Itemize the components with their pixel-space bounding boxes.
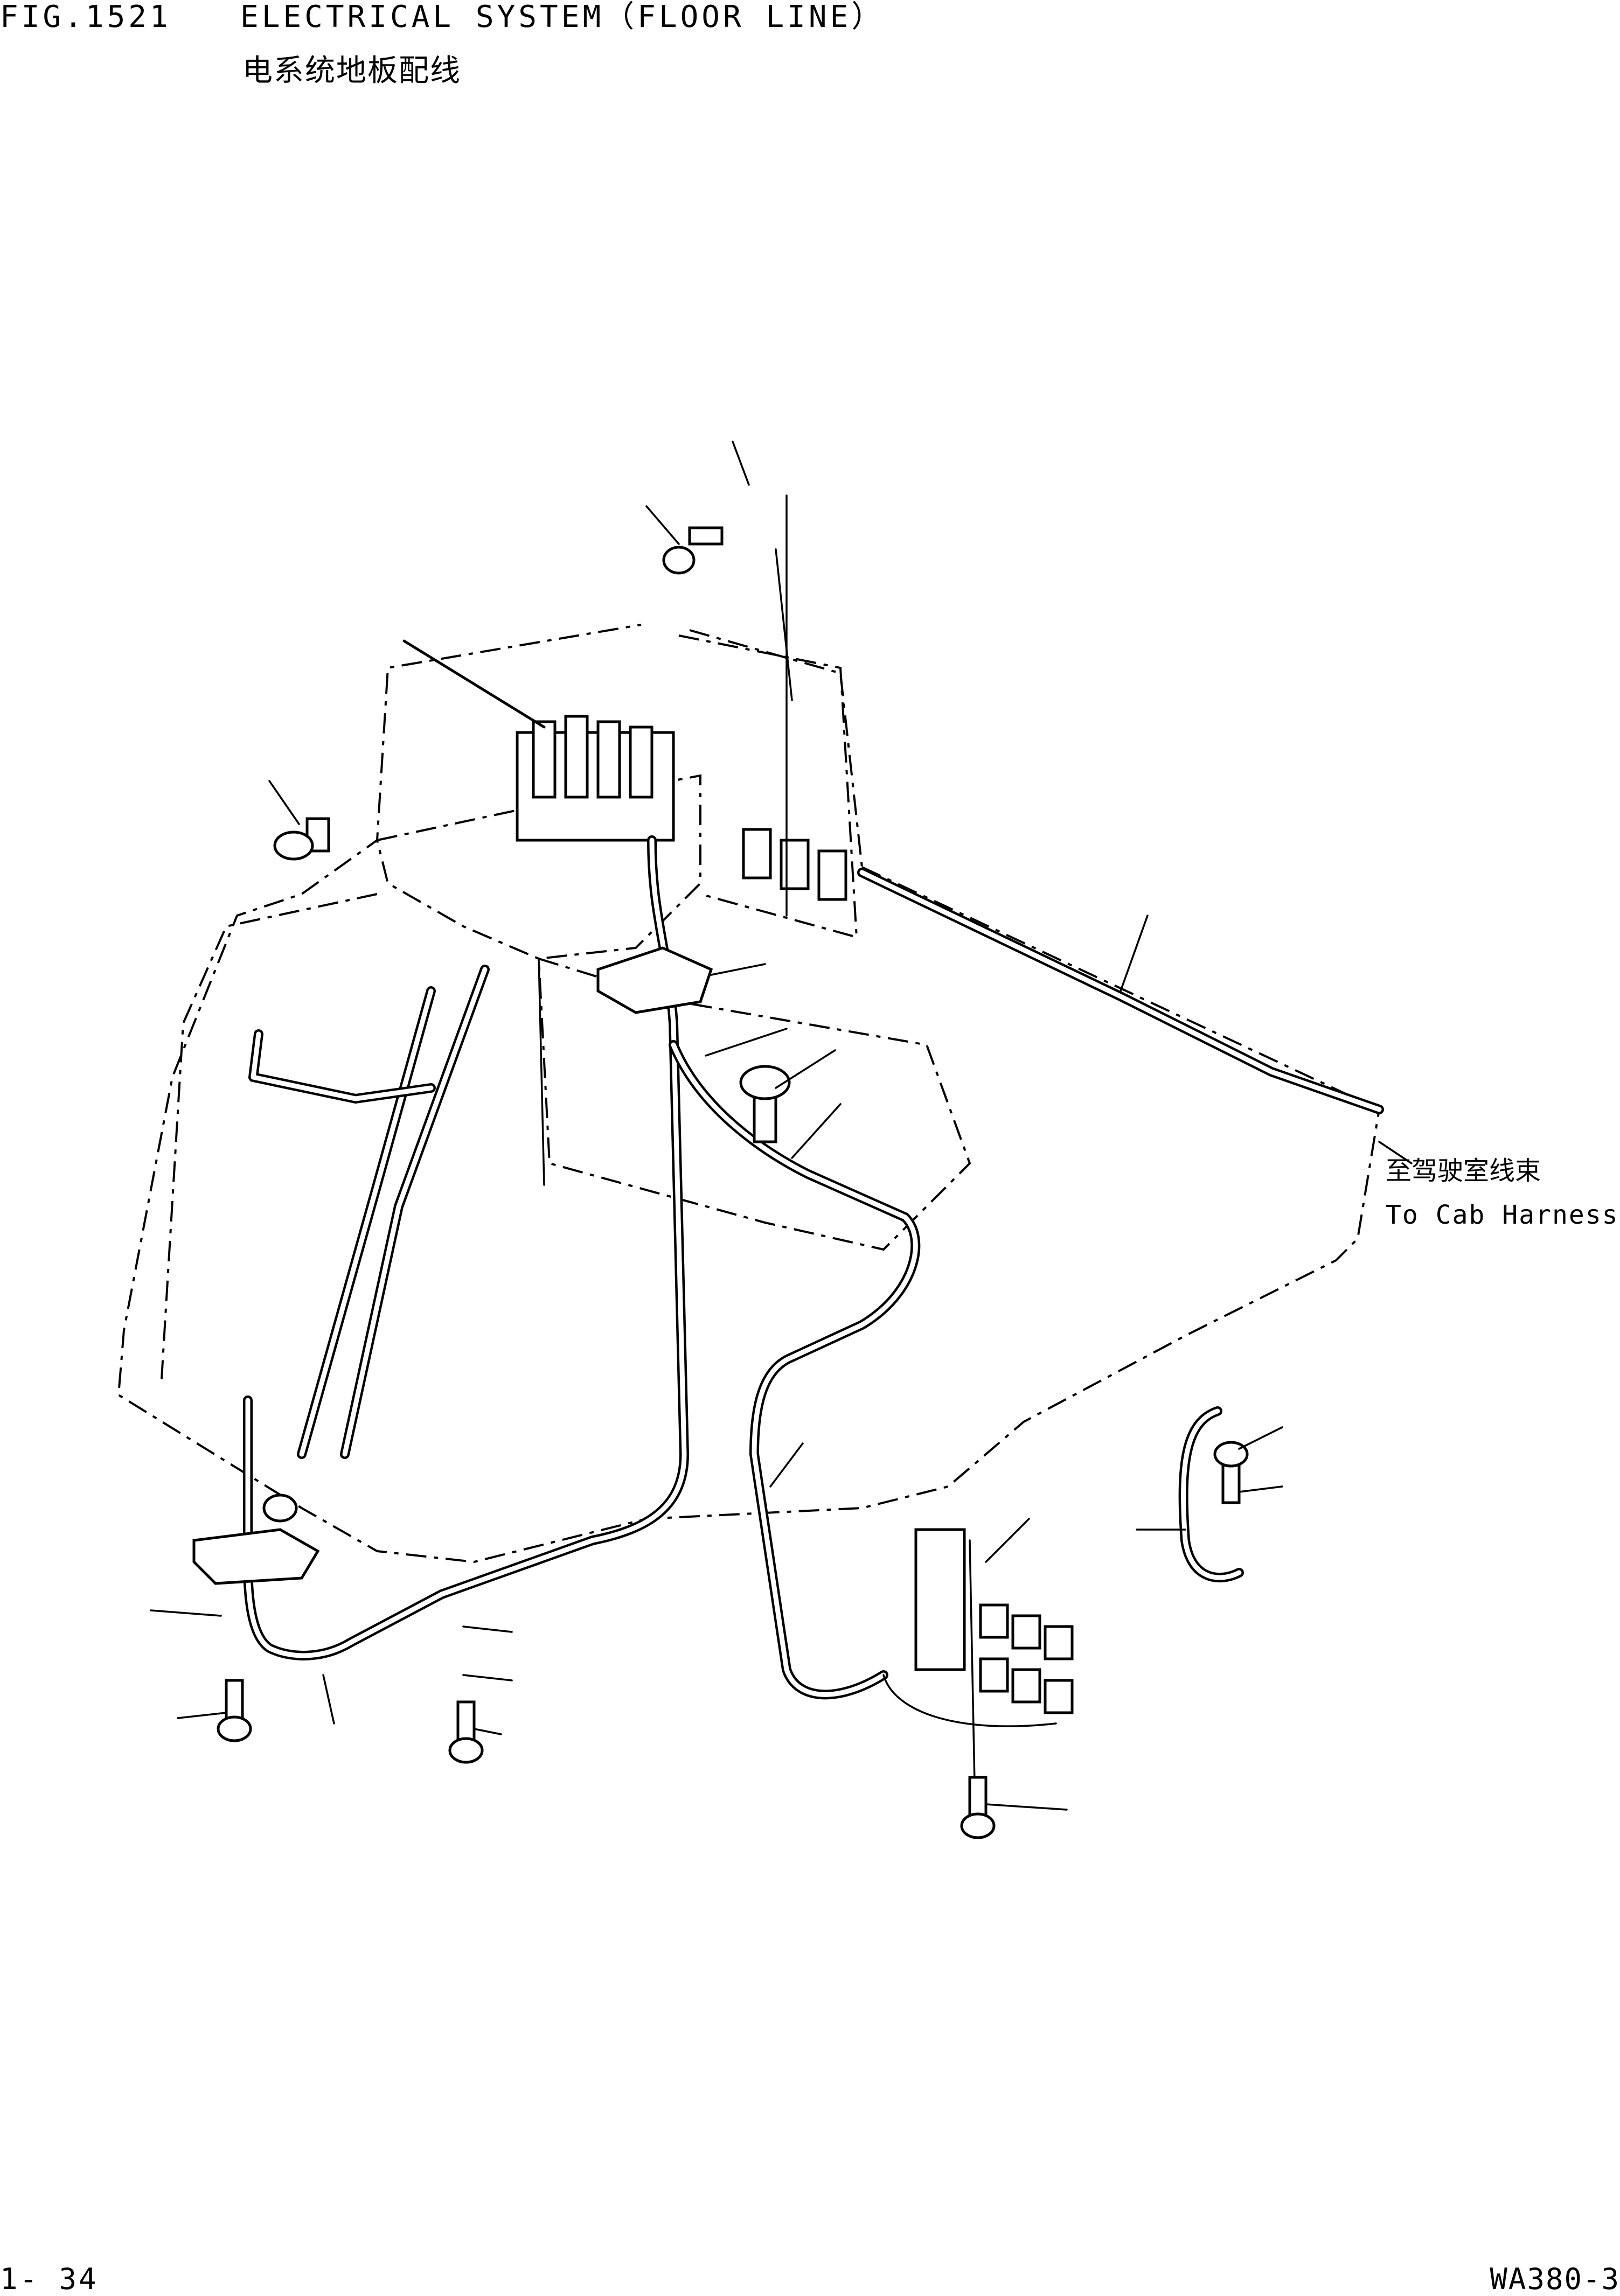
figure-title: ELECTRICAL SYSTEM（FLOOR LINE） bbox=[240, 0, 885, 34]
leader-lines bbox=[150, 441, 1413, 1811]
bracket-plates bbox=[192, 946, 713, 1585]
console-box bbox=[161, 774, 701, 1379]
floor-plate-outline bbox=[117, 624, 1381, 1564]
connector-cluster bbox=[882, 1528, 1074, 1811]
relay-block bbox=[678, 494, 858, 939]
fuse-box bbox=[402, 639, 675, 842]
page-number: 1- 34 bbox=[0, 2262, 99, 2296]
model-code: WA380-3 bbox=[1490, 2262, 1620, 2296]
floor-harness bbox=[243, 835, 1384, 1700]
to-cab-harness-label-chinese: 至驾驶室线束 bbox=[1386, 1156, 1541, 1186]
to-cab-harness-label: To Cab Harness bbox=[1386, 1200, 1619, 1230]
figure-title-chinese: 电系统地板配线 bbox=[242, 53, 461, 88]
bolts bbox=[217, 526, 1249, 1839]
side-loop-harness bbox=[1178, 1406, 1244, 1583]
figure-number: FIG.1521 bbox=[0, 0, 171, 34]
